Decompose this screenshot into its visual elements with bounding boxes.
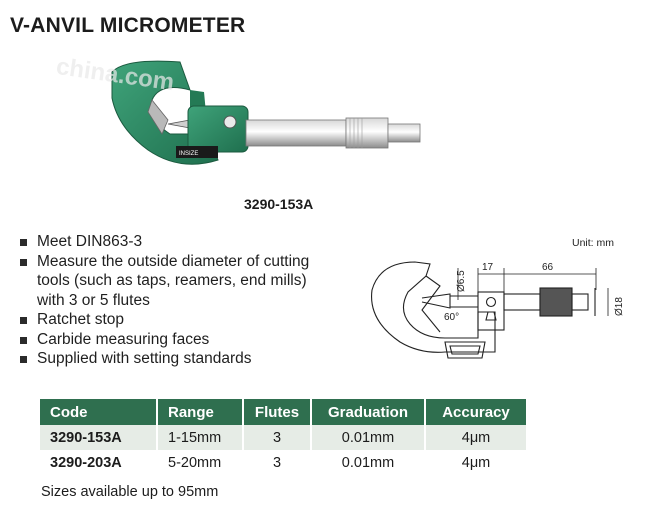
feature-item: Measure the outside diameter of cutting … <box>18 252 338 311</box>
cell-range: 1-15mm <box>157 425 244 450</box>
model-caption: 3290-153A <box>244 196 314 212</box>
product-photo: INSIZE china.com <box>54 53 421 165</box>
drawing-frame <box>371 261 496 353</box>
bullet-icon <box>20 239 27 246</box>
cell-graduation: 0.01mm <box>311 425 426 450</box>
brand-label: INSIZE <box>179 151 198 157</box>
dim-angle: 60° <box>444 312 459 323</box>
feature-item: Ratchet stop <box>18 310 338 330</box>
thimble <box>345 117 389 149</box>
cell-range: 5-20mm <box>157 450 244 475</box>
dim-17: 17 <box>482 262 494 273</box>
cell-accuracy: 4μm <box>425 425 528 450</box>
technical-drawing: 17 66 Ø6.5 Ø18 60° <box>371 261 625 359</box>
feature-list: Meet DIN863-3 Measure the outside diamet… <box>18 232 338 369</box>
bullet-icon <box>20 356 27 363</box>
bullet-icon <box>20 258 27 266</box>
v-anvil <box>147 99 169 135</box>
sleeve <box>245 119 347 147</box>
feature-item: Meet DIN863-3 <box>18 232 338 252</box>
bullet-icon <box>20 317 27 324</box>
cell-flutes: 3 <box>243 425 312 450</box>
cell-code: 3290-203A <box>40 450 158 475</box>
cell-accuracy: 4μm <box>425 450 528 475</box>
sizes-note: Sizes available up to 95mm <box>41 484 219 500</box>
col-header-code: Code <box>40 399 158 425</box>
feature-item: Supplied with setting standards <box>18 349 338 369</box>
col-header-range: Range <box>157 399 244 425</box>
lock-knob <box>223 115 237 129</box>
col-header-accuracy: Accuracy <box>425 399 528 425</box>
dim-dia-6-5: Ø6.5 <box>456 270 467 292</box>
col-header-flutes: Flutes <box>243 399 312 425</box>
table-row: 3290-153A 1-15mm 3 0.01mm 4μm <box>40 425 528 450</box>
spindle-tip <box>167 119 191 129</box>
page-title: V-ANVIL MICROMETER <box>10 14 246 37</box>
table-header-row: Code Range Flutes Graduation Accuracy <box>40 399 528 425</box>
unit-note: Unit: mm <box>572 237 614 249</box>
cell-flutes: 3 <box>243 450 312 475</box>
spec-table: Code Range Flutes Graduation Accuracy 32… <box>40 399 528 475</box>
cell-graduation: 0.01mm <box>311 450 426 475</box>
table-row: 3290-203A 5-20mm 3 0.01mm 4μm <box>40 450 528 475</box>
col-header-graduation: Graduation <box>311 399 426 425</box>
feature-item: Carbide measuring faces <box>18 330 338 350</box>
dim-66: 66 <box>542 262 554 273</box>
cell-code: 3290-153A <box>40 425 158 450</box>
dim-dia-18: Ø18 <box>614 297 625 316</box>
ratchet-stop <box>387 123 421 143</box>
bullet-icon <box>20 336 27 344</box>
